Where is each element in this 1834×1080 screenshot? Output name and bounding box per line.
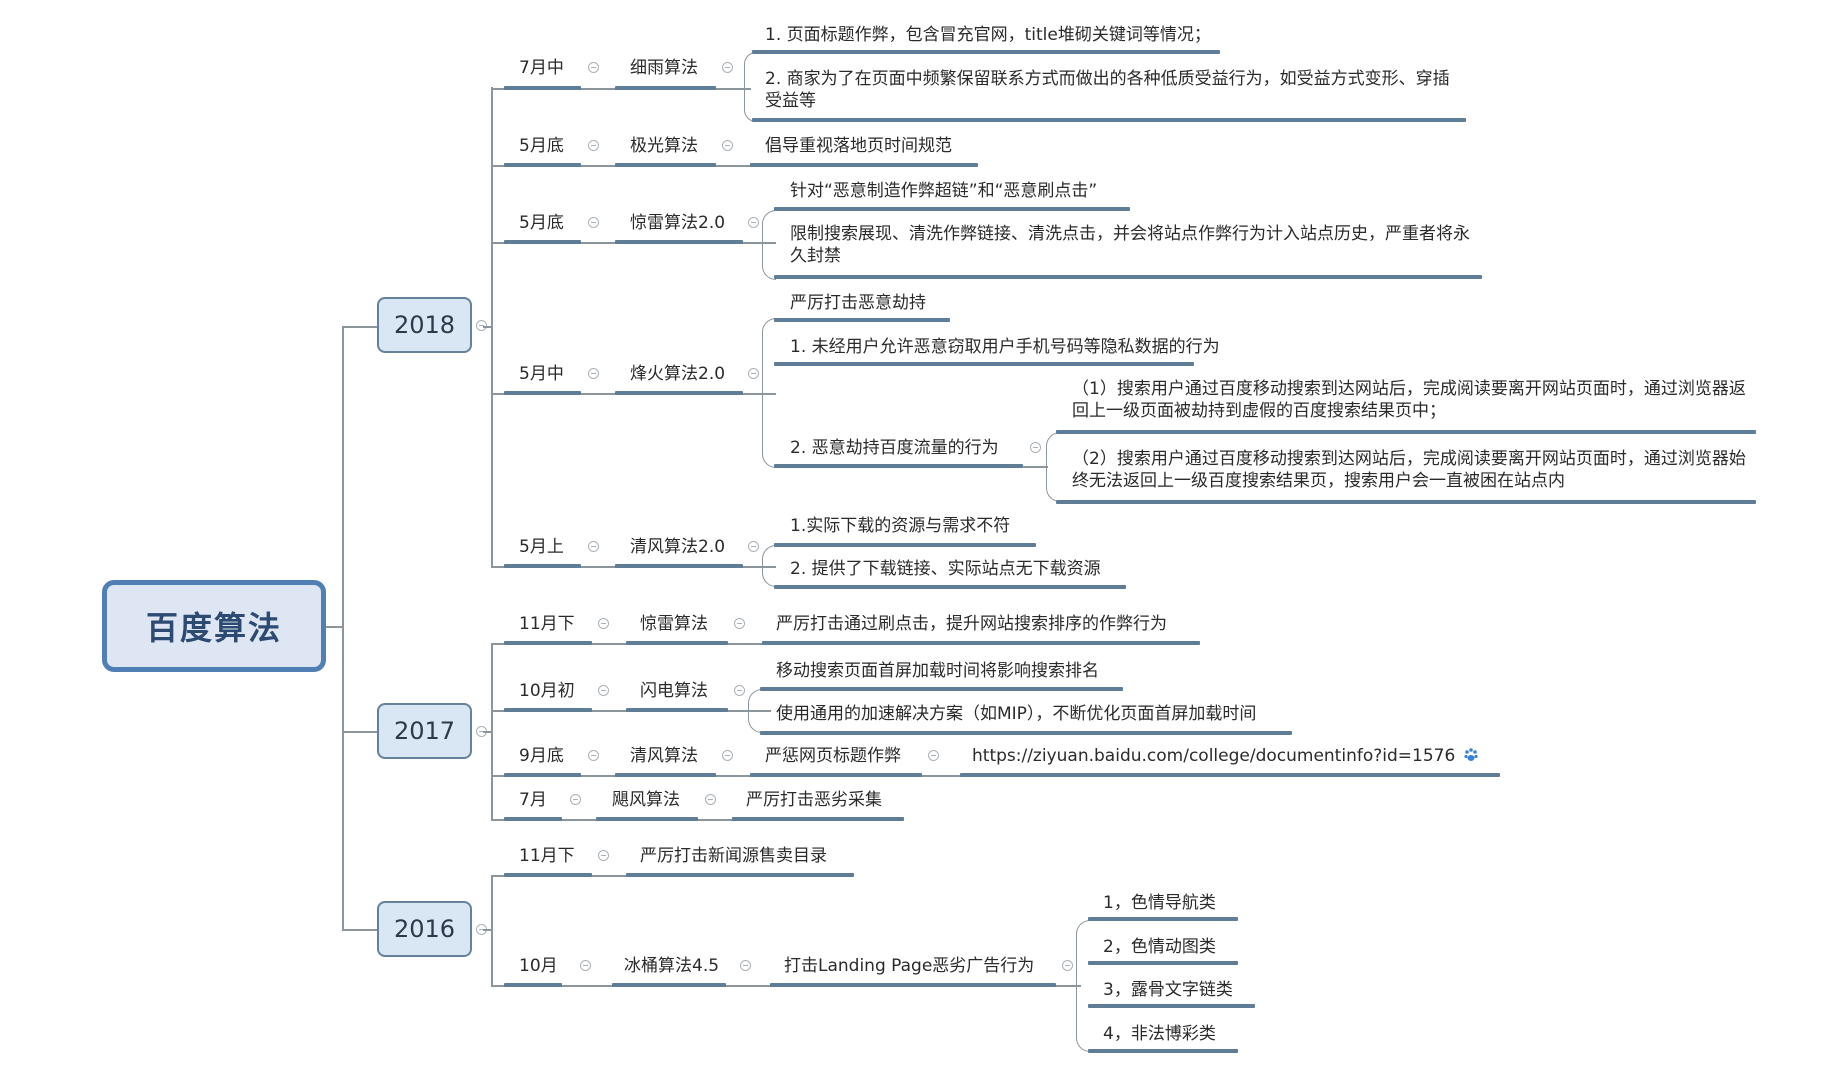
collapse-icon[interactable] <box>722 62 733 73</box>
leaf-text: 严惩网页标题作弊 <box>765 746 901 766</box>
connector <box>342 326 344 931</box>
collapse-icon[interactable] <box>588 541 599 552</box>
leaf-text: 严厉打击新闻源售卖目录 <box>640 846 827 866</box>
collapse-icon[interactable] <box>705 794 716 805</box>
connector <box>483 326 491 328</box>
year-label: 2018 <box>393 311 456 339</box>
leaf-text: 2. 恶意劫持百度流量的行为 <box>790 438 999 458</box>
leaf-text: 3，露骨文字链类 <box>1103 980 1233 1000</box>
collapse-icon[interactable] <box>588 140 599 151</box>
algorithm-label: 闪电算法 <box>640 681 708 701</box>
connector <box>491 643 493 820</box>
collapse-icon[interactable] <box>722 140 733 151</box>
algorithm-label: 细雨算法 <box>630 58 698 78</box>
collapse-icon[interactable] <box>598 618 609 629</box>
collapse-icon[interactable] <box>1062 960 1073 971</box>
leaf-text: 4，非法博彩类 <box>1103 1024 1216 1044</box>
collapse-icon[interactable] <box>740 960 751 971</box>
date-label: 7月 <box>519 790 547 810</box>
collapse-icon[interactable] <box>722 750 733 761</box>
collapse-icon[interactable] <box>598 685 609 696</box>
root-label: 百度算法 <box>145 609 282 647</box>
year-label: 2017 <box>393 717 456 745</box>
connector <box>491 875 493 986</box>
collapse-icon[interactable] <box>588 217 599 228</box>
leaf-text: 严厉打击通过刷点击，提升网站搜索排序的作弊行为 <box>776 614 1167 634</box>
collapse-icon[interactable] <box>734 618 745 629</box>
date-label: 5月底 <box>519 136 564 156</box>
leaf-text: 限制搜索展现、清洗作弊链接、清洗点击，并会将站点作弊行为计入站点历史，严重者将永… <box>790 224 1470 266</box>
connector <box>483 731 491 733</box>
collapse-icon[interactable] <box>748 368 759 379</box>
leaf-text: 移动搜索页面首屏加载时间将影响搜索排名 <box>776 661 1099 681</box>
connector <box>342 731 377 733</box>
collapse-icon[interactable] <box>570 794 581 805</box>
date-label: 11月下 <box>519 614 575 634</box>
algorithm-label: 惊雷算法 <box>640 614 708 634</box>
hyperlink[interactable]: https://ziyuan.baidu.com/college/documen… <box>972 746 1456 766</box>
collapse-icon[interactable] <box>1030 442 1041 453</box>
collapse-icon[interactable] <box>588 62 599 73</box>
leaf-text: 严厉打击恶意劫持 <box>790 293 926 313</box>
date-label: 5月底 <box>519 213 564 233</box>
date-label: 5月上 <box>519 537 564 557</box>
algorithm-label: 冰桶算法4.5 <box>624 956 720 976</box>
date-label: 9月底 <box>519 746 564 766</box>
leaf-text: 倡导重视落地页时间规范 <box>765 136 952 156</box>
collapse-icon[interactable] <box>598 850 609 861</box>
leaf-text: 1. 页面标题作弊，包含冒充官网，title堆砌关键词等情况； <box>765 25 1211 45</box>
leaf-text: 2. 提供了下载链接、实际站点无下载资源 <box>790 559 1101 579</box>
leaf-text: （2）搜索用户通过百度移动搜索到达网站后，完成阅读要离开网站页面时，通过浏览器始… <box>1072 449 1746 491</box>
leaf-text: 2. 商家为了在页面中频繁保留联系方式而做出的各种低质受益行为，如受益方式变形、… <box>765 69 1450 111</box>
collapse-icon[interactable] <box>588 750 599 761</box>
date-label: 5月中 <box>519 364 564 384</box>
date-label: 10月初 <box>519 681 575 701</box>
connector <box>491 775 961 777</box>
connector <box>342 326 377 328</box>
connector <box>342 929 377 931</box>
algorithm-label: 烽火算法2.0 <box>630 364 726 384</box>
leaf-text: （1）搜索用户通过百度移动搜索到达网站后，完成阅读要离开网站页面时，通过浏览器返… <box>1072 379 1746 421</box>
leaf-text: 1，色情导航类 <box>1103 893 1216 913</box>
collapse-icon[interactable] <box>748 541 759 552</box>
collapse-icon[interactable] <box>580 960 591 971</box>
algorithm-label: 惊雷算法2.0 <box>630 213 726 233</box>
date-label: 11月下 <box>519 846 575 866</box>
connector <box>491 87 493 568</box>
algorithm-label: 飓风算法 <box>612 790 680 810</box>
year-node-2017[interactable]: 2017 <box>377 703 472 759</box>
baidu-paw-icon[interactable] <box>1463 747 1479 763</box>
connector <box>483 929 491 931</box>
leaf-text: 2，色情动图类 <box>1103 937 1216 957</box>
date-label: 10月 <box>519 956 558 976</box>
leaf-text: 严厉打击恶劣采集 <box>746 790 882 810</box>
algorithm-label: 清风算法2.0 <box>630 537 726 557</box>
link-topic[interactable]: https://ziyuan.baidu.com/college/documen… <box>972 745 1479 767</box>
date-label: 7月中 <box>519 58 564 78</box>
leaf-text: 使用通用的加速解决方案（如MIP），不断优化页面首屏加载时间 <box>776 704 1257 724</box>
year-node-2016[interactable]: 2016 <box>377 901 472 957</box>
connector <box>1023 466 1048 468</box>
collapse-icon[interactable] <box>928 750 939 761</box>
leaf-text: 1. 未经用户允许恶意窃取用户手机号码等隐私数据的行为 <box>790 337 1220 357</box>
collapse-icon[interactable] <box>734 685 745 696</box>
root-topic[interactable]: 百度算法 <box>102 580 326 672</box>
algorithm-label: 清风算法 <box>630 746 698 766</box>
collapse-icon[interactable] <box>748 217 759 228</box>
collapse-icon[interactable] <box>588 368 599 379</box>
connector <box>326 626 342 628</box>
leaf-text: 1.实际下载的资源与需求不符 <box>790 516 1011 536</box>
year-node-2018[interactable]: 2018 <box>377 297 472 353</box>
year-label: 2016 <box>393 915 456 943</box>
leaf-text: 打击Landing Page恶劣广告行为 <box>784 956 1035 976</box>
algorithm-label: 极光算法 <box>630 136 698 156</box>
collapse-icon[interactable] <box>476 320 487 331</box>
leaf-text: 针对“恶意制造作弊超链”和“恶意刷点击” <box>790 181 1098 201</box>
